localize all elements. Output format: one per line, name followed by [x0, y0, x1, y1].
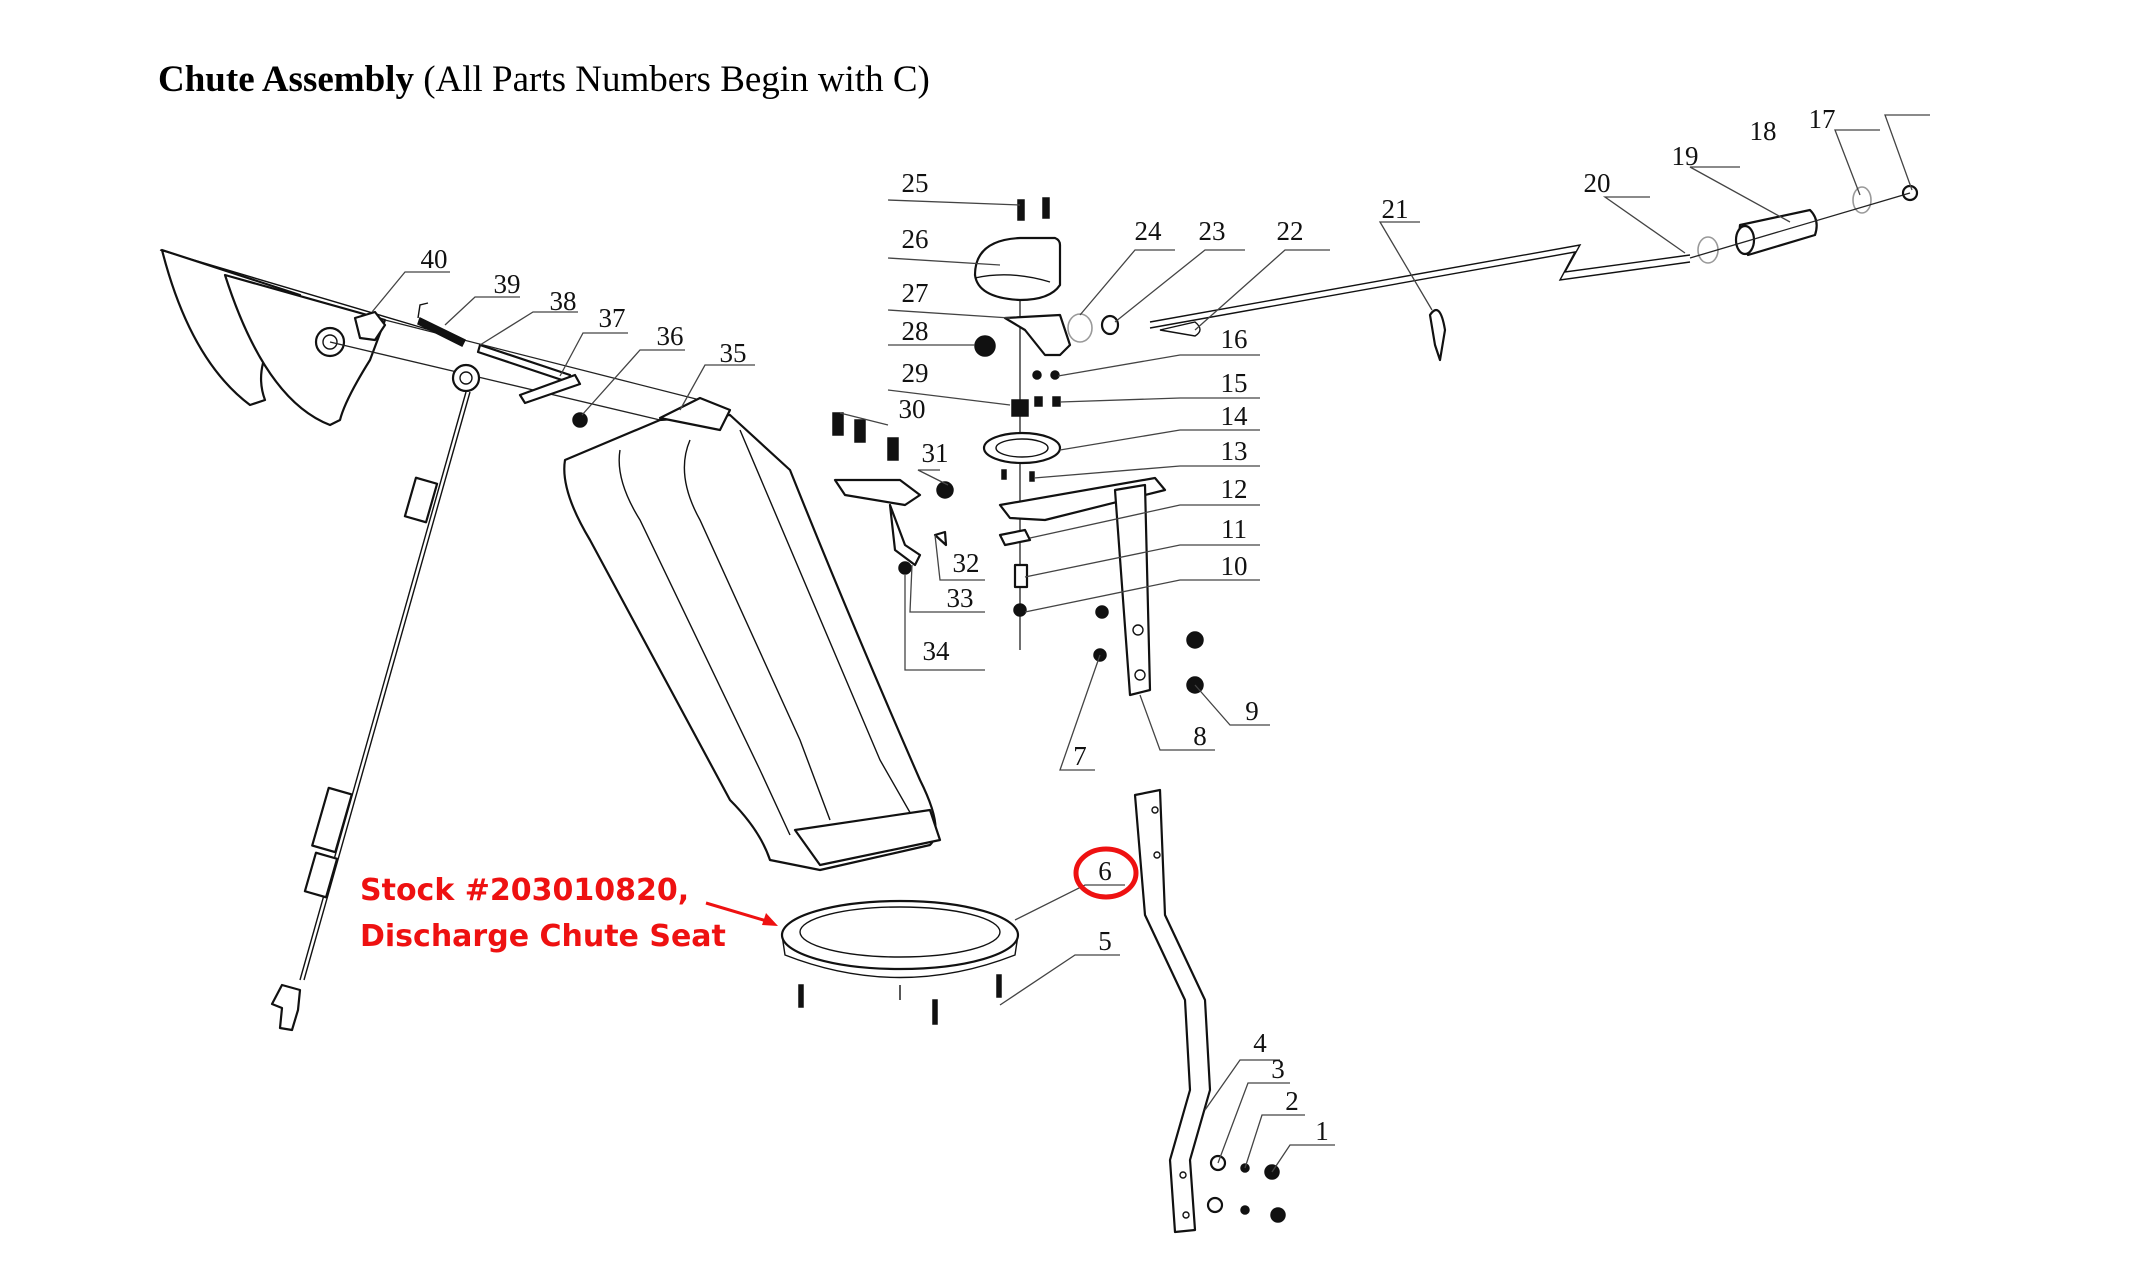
callout-4: 4 — [1253, 1028, 1267, 1058]
callout-15: 15 — [1221, 368, 1248, 398]
part-cap — [973, 236, 1062, 302]
part-plate-11 — [998, 528, 1032, 547]
callout-leaders — [371, 114, 1930, 1173]
stock-annotation: Stock #203010820, Discharge Chute Seat — [360, 868, 726, 960]
callout-10: 10 — [1221, 551, 1248, 581]
chute-crank-rod — [1149, 184, 1919, 362]
part-ring-23 — [1100, 314, 1120, 336]
callout-13: 13 — [1221, 436, 1248, 466]
callout-5: 5 — [1098, 926, 1112, 956]
callout-7: 7 — [1073, 741, 1087, 771]
callout-36: 36 — [657, 321, 684, 351]
callout-40: 40 — [421, 244, 448, 274]
chute-body — [563, 396, 942, 872]
callout-38: 38 — [550, 286, 577, 316]
part-gear-28 — [974, 335, 996, 357]
callout-2: 2 — [1285, 1086, 1299, 1116]
chute-cable — [270, 391, 471, 1032]
callout-12: 12 — [1221, 474, 1248, 504]
callout-32: 32 — [953, 548, 980, 578]
part-screws-25 — [1017, 197, 1050, 221]
title-subtitle: (All Parts Numbers Begin with C) — [423, 59, 930, 100]
callout-22: 22 — [1277, 216, 1304, 246]
callout-20: 20 — [1584, 168, 1611, 198]
part-bushing-29 — [1011, 399, 1029, 417]
page-title: Chute Assembly (All Parts Numbers Begin … — [158, 58, 930, 101]
callout-27: 27 — [902, 278, 929, 308]
part-spring — [417, 302, 467, 348]
part-nut-10 — [1013, 603, 1027, 617]
part-pin-22 — [1159, 321, 1201, 337]
chute-deflector — [159, 248, 431, 427]
part-bracket-27 — [1003, 313, 1072, 357]
part-clip-21 — [1428, 308, 1447, 362]
discharge-chute-seat — [780, 899, 1020, 1025]
callout-14: 14 — [1221, 401, 1249, 431]
callout-18: 18 — [1750, 116, 1777, 146]
callout-23: 23 — [1199, 216, 1226, 246]
callout-35: 35 — [720, 338, 747, 368]
callout-29: 29 — [902, 358, 929, 388]
callout-numbers: 1 2 3 4 5 6 7 8 9 10 11 12 13 14 15 16 1… — [421, 104, 1836, 1146]
callout-31: 31 — [922, 438, 949, 468]
callout-30: 30 — [899, 394, 926, 424]
part-ring — [451, 363, 481, 393]
part-washer-24 — [1067, 313, 1093, 343]
callout-39: 39 — [494, 269, 521, 299]
part-spring-10 — [1013, 563, 1029, 589]
title-bold: Chute Assembly — [158, 59, 414, 100]
callout-3: 3 — [1271, 1054, 1285, 1084]
part-bracket-30 — [832, 412, 954, 575]
callout-16: 16 — [1221, 324, 1248, 354]
callout-28: 28 — [902, 316, 929, 346]
callout-11: 11 — [1221, 514, 1247, 544]
callout-34: 34 — [923, 636, 951, 666]
part-gear-14 — [982, 431, 1062, 465]
callout-25: 25 — [902, 168, 929, 198]
callout-26: 26 — [902, 224, 929, 254]
annotation-arrow — [705, 901, 771, 924]
callout-9: 9 — [1245, 696, 1259, 726]
annotation-part-name: Discharge Chute Seat — [360, 919, 726, 954]
callout-37: 37 — [599, 303, 626, 333]
part-6-highlight — [705, 846, 1139, 926]
part-link — [518, 373, 582, 405]
callout-24: 24 — [1135, 216, 1163, 246]
callout-1: 1 — [1315, 1116, 1329, 1146]
callout-33: 33 — [947, 583, 974, 613]
callout-21: 21 — [1382, 194, 1409, 224]
callout-6: 6 — [1098, 856, 1112, 886]
callout-8: 8 — [1193, 721, 1207, 751]
annotation-stock-number: Stock #203010820, — [360, 873, 690, 908]
part-nut — [572, 412, 588, 428]
callout-19: 19 — [1672, 141, 1699, 171]
highlight-circle — [1073, 846, 1139, 900]
part-long-bracket — [1133, 788, 1286, 1234]
callout-17: 17 — [1809, 104, 1836, 134]
